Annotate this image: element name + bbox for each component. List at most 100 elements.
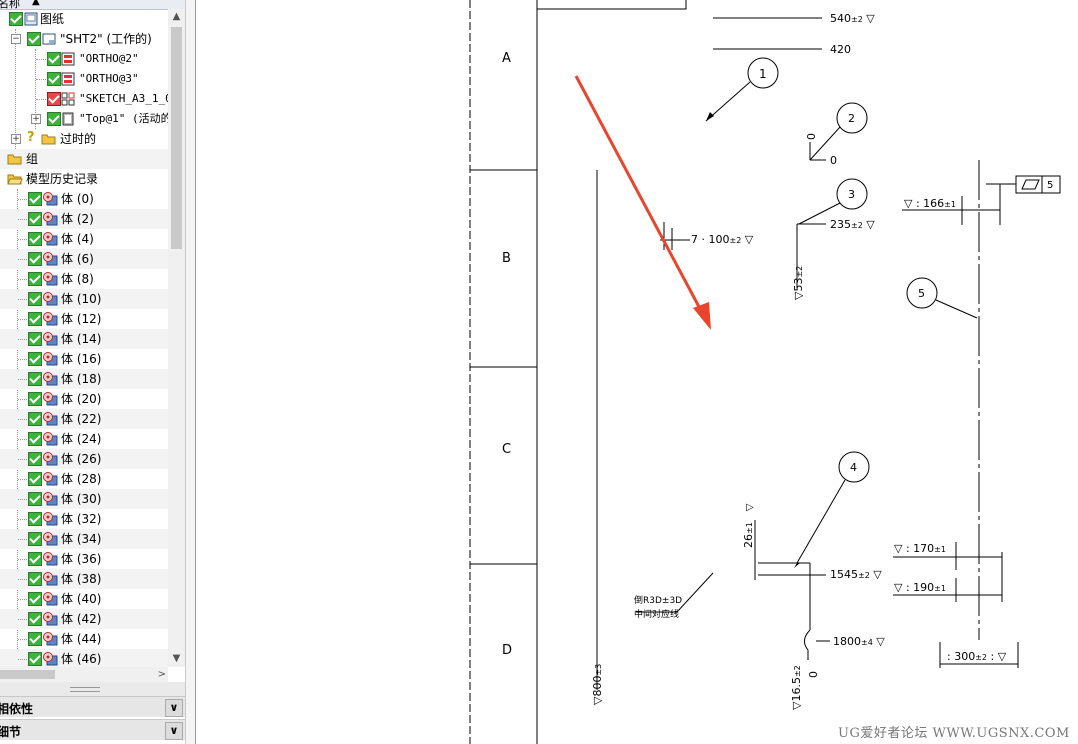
tree-node-body[interactable]: 体 (28) [0, 469, 168, 489]
zone-label-a: A [502, 51, 511, 66]
tree-node-obsolete[interactable]: + ? 过时的 [0, 129, 168, 149]
expand-icon[interactable]: + [11, 134, 21, 144]
tree-node-body[interactable]: 体 (2) [0, 209, 168, 229]
tree-node-sheet[interactable]: − "SHT2" (工作的) [0, 29, 168, 49]
flatness-symbol [1021, 179, 1040, 190]
check-icon[interactable] [28, 252, 42, 266]
check-icon[interactable] [28, 572, 42, 586]
body-feature-icon [42, 492, 58, 506]
tree-node-view[interactable]: "ORTHO@3" [0, 69, 168, 89]
tree-node-body[interactable]: 体 (36) [0, 549, 168, 569]
tree-node-body[interactable]: 体 (32) [0, 509, 168, 529]
tree-node-body[interactable]: 体 (16) [0, 349, 168, 369]
check-icon[interactable] [28, 292, 42, 306]
view-icon [61, 52, 75, 66]
tree-node-body[interactable]: 体 (6) [0, 249, 168, 269]
panel-border[interactable] [185, 0, 196, 744]
check-icon[interactable] [28, 532, 42, 546]
check-icon[interactable] [47, 52, 61, 66]
tree-node-history[interactable]: 模型历史记录 [0, 169, 168, 189]
chevron-down-icon[interactable]: ∨ [165, 699, 183, 717]
check-icon[interactable] [28, 552, 42, 566]
check-icon[interactable] [28, 412, 42, 426]
tree-guide-line [35, 49, 36, 129]
tree-node-body[interactable]: 体 (42) [0, 609, 168, 629]
tree-node-body[interactable]: 体 (34) [0, 529, 168, 549]
horizontal-scrollbar[interactable]: > [0, 667, 168, 682]
check-icon[interactable] [27, 32, 41, 46]
balloon-5-label: 5 [918, 287, 925, 300]
tree-node-group[interactable]: 组 [0, 149, 168, 169]
body-feature-icon [42, 572, 58, 586]
check-icon[interactable] [28, 352, 42, 366]
check-icon[interactable] [47, 112, 61, 126]
tree-node-body[interactable]: 体 (8) [0, 269, 168, 289]
tree-node-drawing[interactable]: 图纸 [0, 9, 168, 29]
scrollbar-thumb[interactable] [0, 670, 55, 679]
collapse-icon[interactable]: − [11, 34, 21, 44]
tree-node-body[interactable]: 体 (14) [0, 329, 168, 349]
check-icon[interactable] [28, 332, 42, 346]
check-icon[interactable] [28, 512, 42, 526]
check-icon[interactable] [47, 92, 61, 106]
check-icon[interactable] [28, 652, 42, 666]
dim-16-5: ▽16.5±2 [790, 665, 803, 710]
check-icon[interactable] [28, 632, 42, 646]
body-feature-icon [42, 252, 58, 266]
check-icon[interactable] [28, 472, 42, 486]
drawing-canvas[interactable]: 540±2 ▽ 420 1 2 3 5 4 0 0 235±2 ▽ ▽53±2 … [196, 0, 1078, 744]
balloon-3-label: 3 [848, 188, 855, 201]
tree-node-body[interactable]: 体 (10) [0, 289, 168, 309]
tree-node-body[interactable]: 体 (20) [0, 389, 168, 409]
scroll-right-icon[interactable]: > [157, 669, 166, 680]
tree-node-body[interactable]: 体 (22) [0, 409, 168, 429]
tree-node-body[interactable]: 体 (4) [0, 229, 168, 249]
panel-splitter[interactable] [0, 682, 185, 696]
chevron-down-icon[interactable]: ∨ [165, 722, 183, 740]
tree-node-body[interactable]: 体 (26) [0, 449, 168, 469]
check-icon[interactable] [28, 192, 42, 206]
expand-icon[interactable]: + [31, 114, 41, 124]
tree-node-body[interactable]: 体 (12) [0, 309, 168, 329]
scroll-down-icon[interactable]: ▼ [172, 653, 181, 664]
dependencies-section[interactable]: 相依性 ∨ [0, 696, 185, 717]
tree-node-body[interactable]: 体 (30) [0, 489, 168, 509]
check-icon[interactable] [28, 212, 42, 226]
scroll-up-icon[interactable]: ▲ [172, 11, 181, 22]
tree-node-label: 体 (20) [61, 392, 102, 406]
navigator-header[interactable]: 名称 ▲ [0, 0, 185, 10]
tree-node-body[interactable]: 体 (44) [0, 629, 168, 649]
scrollbar-thumb[interactable] [171, 27, 182, 249]
flatness-value: 5 [1047, 180, 1053, 191]
vertical-scrollbar[interactable]: ▲ ▼ [168, 9, 185, 667]
check-icon[interactable] [28, 232, 42, 246]
tree-node-body[interactable]: 体 (24) [0, 429, 168, 449]
tree-node-label: 体 (24) [61, 432, 102, 446]
tree-node-label: 体 (4) [61, 232, 94, 246]
check-icon[interactable] [28, 592, 42, 606]
check-icon[interactable] [28, 452, 42, 466]
tree-node-body[interactable]: 体 (46) [0, 649, 168, 667]
check-icon[interactable] [28, 272, 42, 286]
tree-node-body[interactable]: 体 (40) [0, 589, 168, 609]
tree-node-view[interactable]: + "Top@1" (活动的 [0, 109, 168, 129]
check-icon[interactable] [9, 12, 23, 26]
dim-26: 26±1 [742, 522, 755, 548]
check-icon[interactable] [28, 372, 42, 386]
tree-node-body[interactable]: 体 (0) [0, 189, 168, 209]
check-icon[interactable] [28, 392, 42, 406]
check-icon[interactable] [28, 312, 42, 326]
body-feature-icon [42, 632, 58, 646]
tree-node-body[interactable]: 体 (38) [0, 569, 168, 589]
tree-node-view[interactable]: "SKETCH_A3_1_00 [0, 89, 168, 109]
tree-node-label: 体 (0) [61, 192, 94, 206]
details-section[interactable]: 细节 ∨ [0, 719, 185, 740]
check-icon[interactable] [28, 492, 42, 506]
tree-node-body[interactable]: 体 (18) [0, 369, 168, 389]
tree-node-view[interactable]: "ORTHO@2" [0, 49, 168, 69]
check-icon[interactable] [28, 612, 42, 626]
body-feature-icon [42, 512, 58, 526]
check-icon[interactable] [47, 72, 61, 86]
check-icon[interactable] [28, 432, 42, 446]
body-feature-icon [42, 432, 58, 446]
